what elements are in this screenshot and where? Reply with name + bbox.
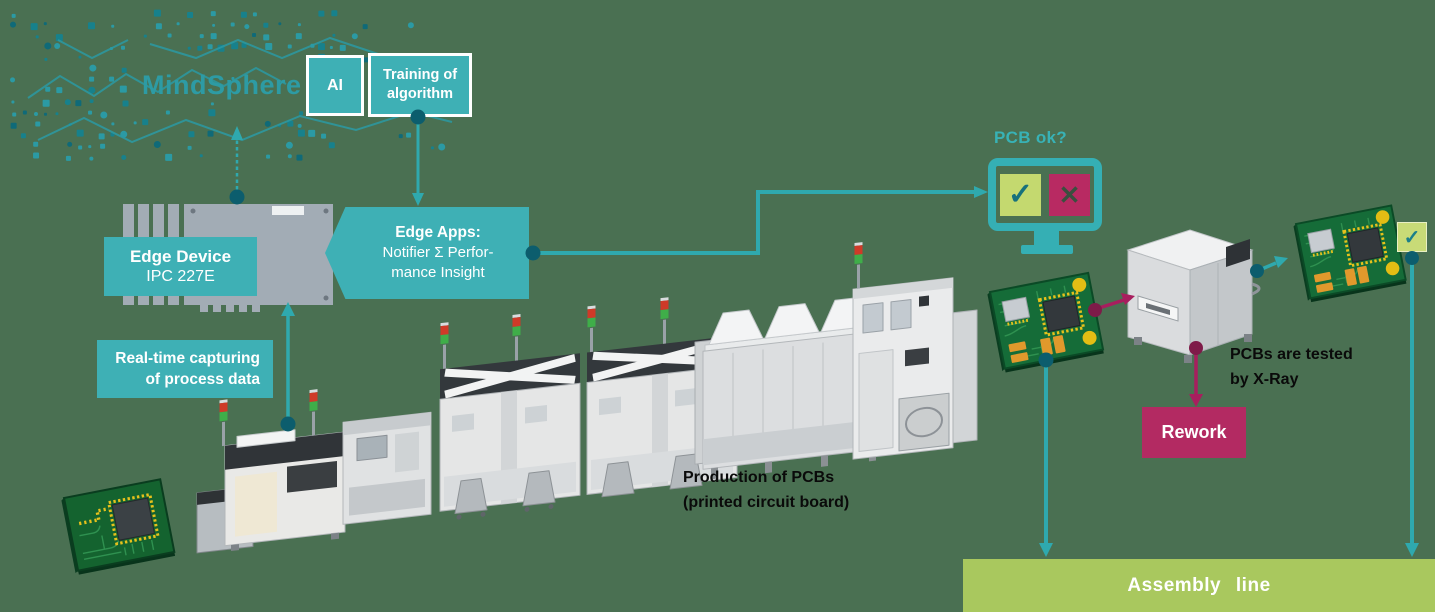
edge-device-label: Edge Device IPC 227E bbox=[104, 237, 257, 296]
xray-label: PCBs are tested by X-Ray bbox=[1230, 343, 1410, 393]
edge-apps-title: Edge Apps: bbox=[395, 223, 481, 241]
arrow-xray-to-rework bbox=[1189, 341, 1203, 407]
arrow-pcb-to-assembly-left bbox=[1038, 352, 1054, 557]
arrow-pcb-to-xray bbox=[1088, 293, 1135, 317]
xray-line2: by X-Ray bbox=[1230, 370, 1299, 388]
fail-tile: ✕ bbox=[1049, 173, 1090, 216]
arrow-badge-to-assembly-right bbox=[1405, 251, 1419, 557]
pcb-middle-graphic bbox=[985, 271, 1106, 375]
monitor-stand-neck bbox=[1034, 230, 1059, 245]
rework-label: Rework bbox=[1161, 422, 1227, 442]
check-icon: ✓ bbox=[1007, 177, 1034, 211]
arrow-device-to-mindsphere bbox=[229, 126, 245, 205]
production-line2: (printed circuit board) bbox=[683, 493, 850, 511]
xray-line1: PCBs are tested bbox=[1230, 346, 1353, 363]
ai-box: AI bbox=[306, 55, 364, 116]
rework-box: Rework bbox=[1142, 407, 1246, 458]
realtime-line2: of process data bbox=[145, 370, 260, 388]
arrow-xray-to-pcb bbox=[1250, 256, 1288, 278]
badge-check-icon: ✓ bbox=[1403, 226, 1421, 249]
mindsphere-logo: MindSphere bbox=[142, 70, 302, 100]
pcb-left-graphic bbox=[61, 478, 176, 575]
arrow-edgeapps-to-monitor bbox=[525, 186, 988, 261]
pass-tile: ✓ bbox=[1000, 173, 1041, 216]
training-box: Training of algorithm bbox=[368, 53, 472, 117]
realtime-line1: Real-time capturing bbox=[115, 350, 260, 367]
pcb-ok-monitor: ✓ ✕ bbox=[988, 158, 1102, 231]
tower-lights bbox=[219, 242, 863, 447]
monitor-stand-base bbox=[1021, 245, 1073, 254]
assembly-line-box: Assembly line bbox=[963, 559, 1435, 612]
training-line1: Training of bbox=[382, 67, 458, 84]
production-line1: Production of PCBs bbox=[683, 469, 835, 486]
ai-label: AI bbox=[327, 76, 343, 94]
pcb-topright-graphic bbox=[1291, 204, 1408, 305]
assembly-label: Assembly line bbox=[1127, 574, 1271, 596]
edge-apps-box: Edge Apps: Notifier Σ Perfor- mance Insi… bbox=[325, 207, 529, 299]
pcb-pass-badge: ✓ bbox=[1397, 222, 1427, 252]
edge-apps-line3: mance Insight bbox=[391, 264, 485, 282]
realtime-capture-box: Real-time capturing of process data bbox=[97, 340, 273, 398]
training-line2: algorithm bbox=[386, 86, 454, 102]
cross-icon: ✕ bbox=[1058, 179, 1081, 210]
arrow-training-to-edgeapps bbox=[410, 109, 426, 206]
edge-apps-line2: Notifier Σ Perfor- bbox=[382, 244, 494, 262]
production-label: Production of PCBs (printed circuit boar… bbox=[683, 466, 913, 516]
edge-device-title: Edge Device bbox=[129, 246, 232, 266]
pcb-ok-label: PCB ok? bbox=[994, 128, 1067, 147]
arrow-line-to-device bbox=[280, 302, 296, 432]
edge-device-model: IPC 227E bbox=[146, 268, 215, 286]
